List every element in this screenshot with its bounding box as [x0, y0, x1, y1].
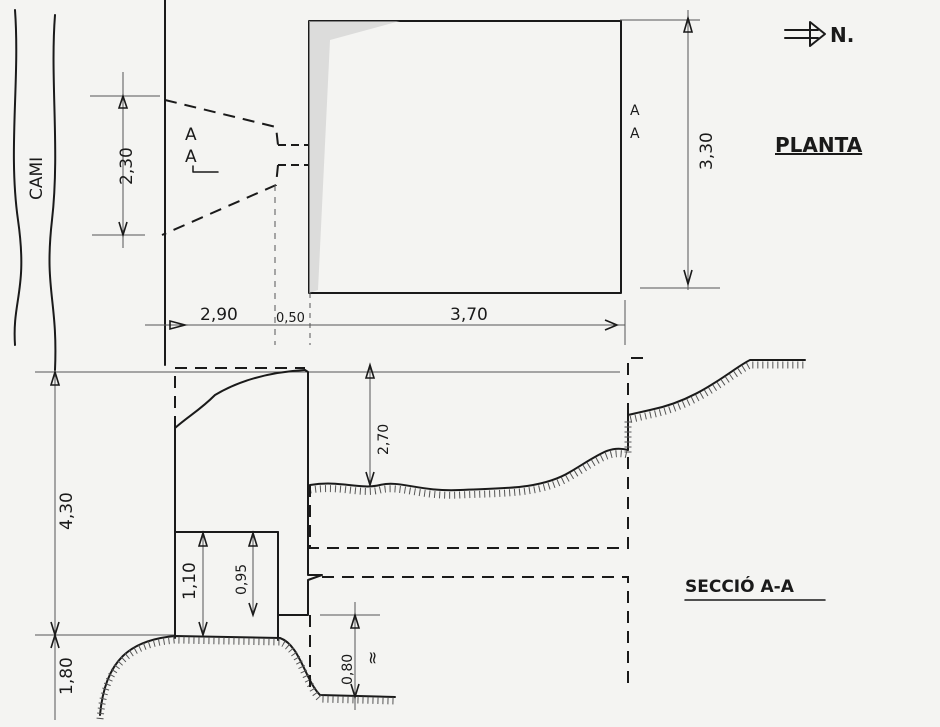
- dim-lintel: 0,95: [234, 564, 250, 595]
- dim-wall: 0,50: [276, 311, 305, 326]
- section-mark: A: [630, 103, 640, 119]
- plan-title: PLANTA: [775, 133, 863, 157]
- dim-depth: 3,30: [697, 132, 717, 170]
- north-label: N.: [830, 23, 854, 47]
- plan-view: CAMI 2,30 A A 2,90 0,50 3,70 3,30 A A PL: [12, 0, 863, 371]
- section-view: 4,30 1,80 1,10 0,95 2,70 0,80 ≈ SECCIÓ A…: [35, 357, 826, 720]
- entrance-outline: [161, 99, 279, 236]
- dim-top: 2,70: [376, 424, 392, 455]
- room-outline: [308, 20, 622, 294]
- north-arrow-icon: [784, 21, 826, 47]
- dim-step: 0,80: [340, 654, 356, 685]
- rock-mass: [174, 369, 323, 616]
- dim-total: 4,30: [57, 492, 77, 530]
- section-title: SECCIÓ A-A: [685, 575, 795, 597]
- road-edge-left: [12, 9, 23, 346]
- dim-opening: 2,30: [117, 147, 137, 185]
- dim-opening-height: 1,10: [180, 562, 200, 600]
- approx-sign: ≈: [363, 651, 383, 665]
- dim-bottom: 1,80: [57, 657, 77, 695]
- section-mark: A: [630, 126, 640, 142]
- section-mark: A: [185, 125, 197, 145]
- section-mark: A: [185, 147, 197, 167]
- dim-width: 3,70: [450, 305, 488, 325]
- road-label: CAMI: [27, 157, 47, 200]
- dim-left: 2,90: [200, 305, 238, 325]
- road-edge-right: [48, 14, 57, 371]
- ground-profile-upper: [309, 359, 806, 492]
- shaded-wall: [309, 21, 400, 293]
